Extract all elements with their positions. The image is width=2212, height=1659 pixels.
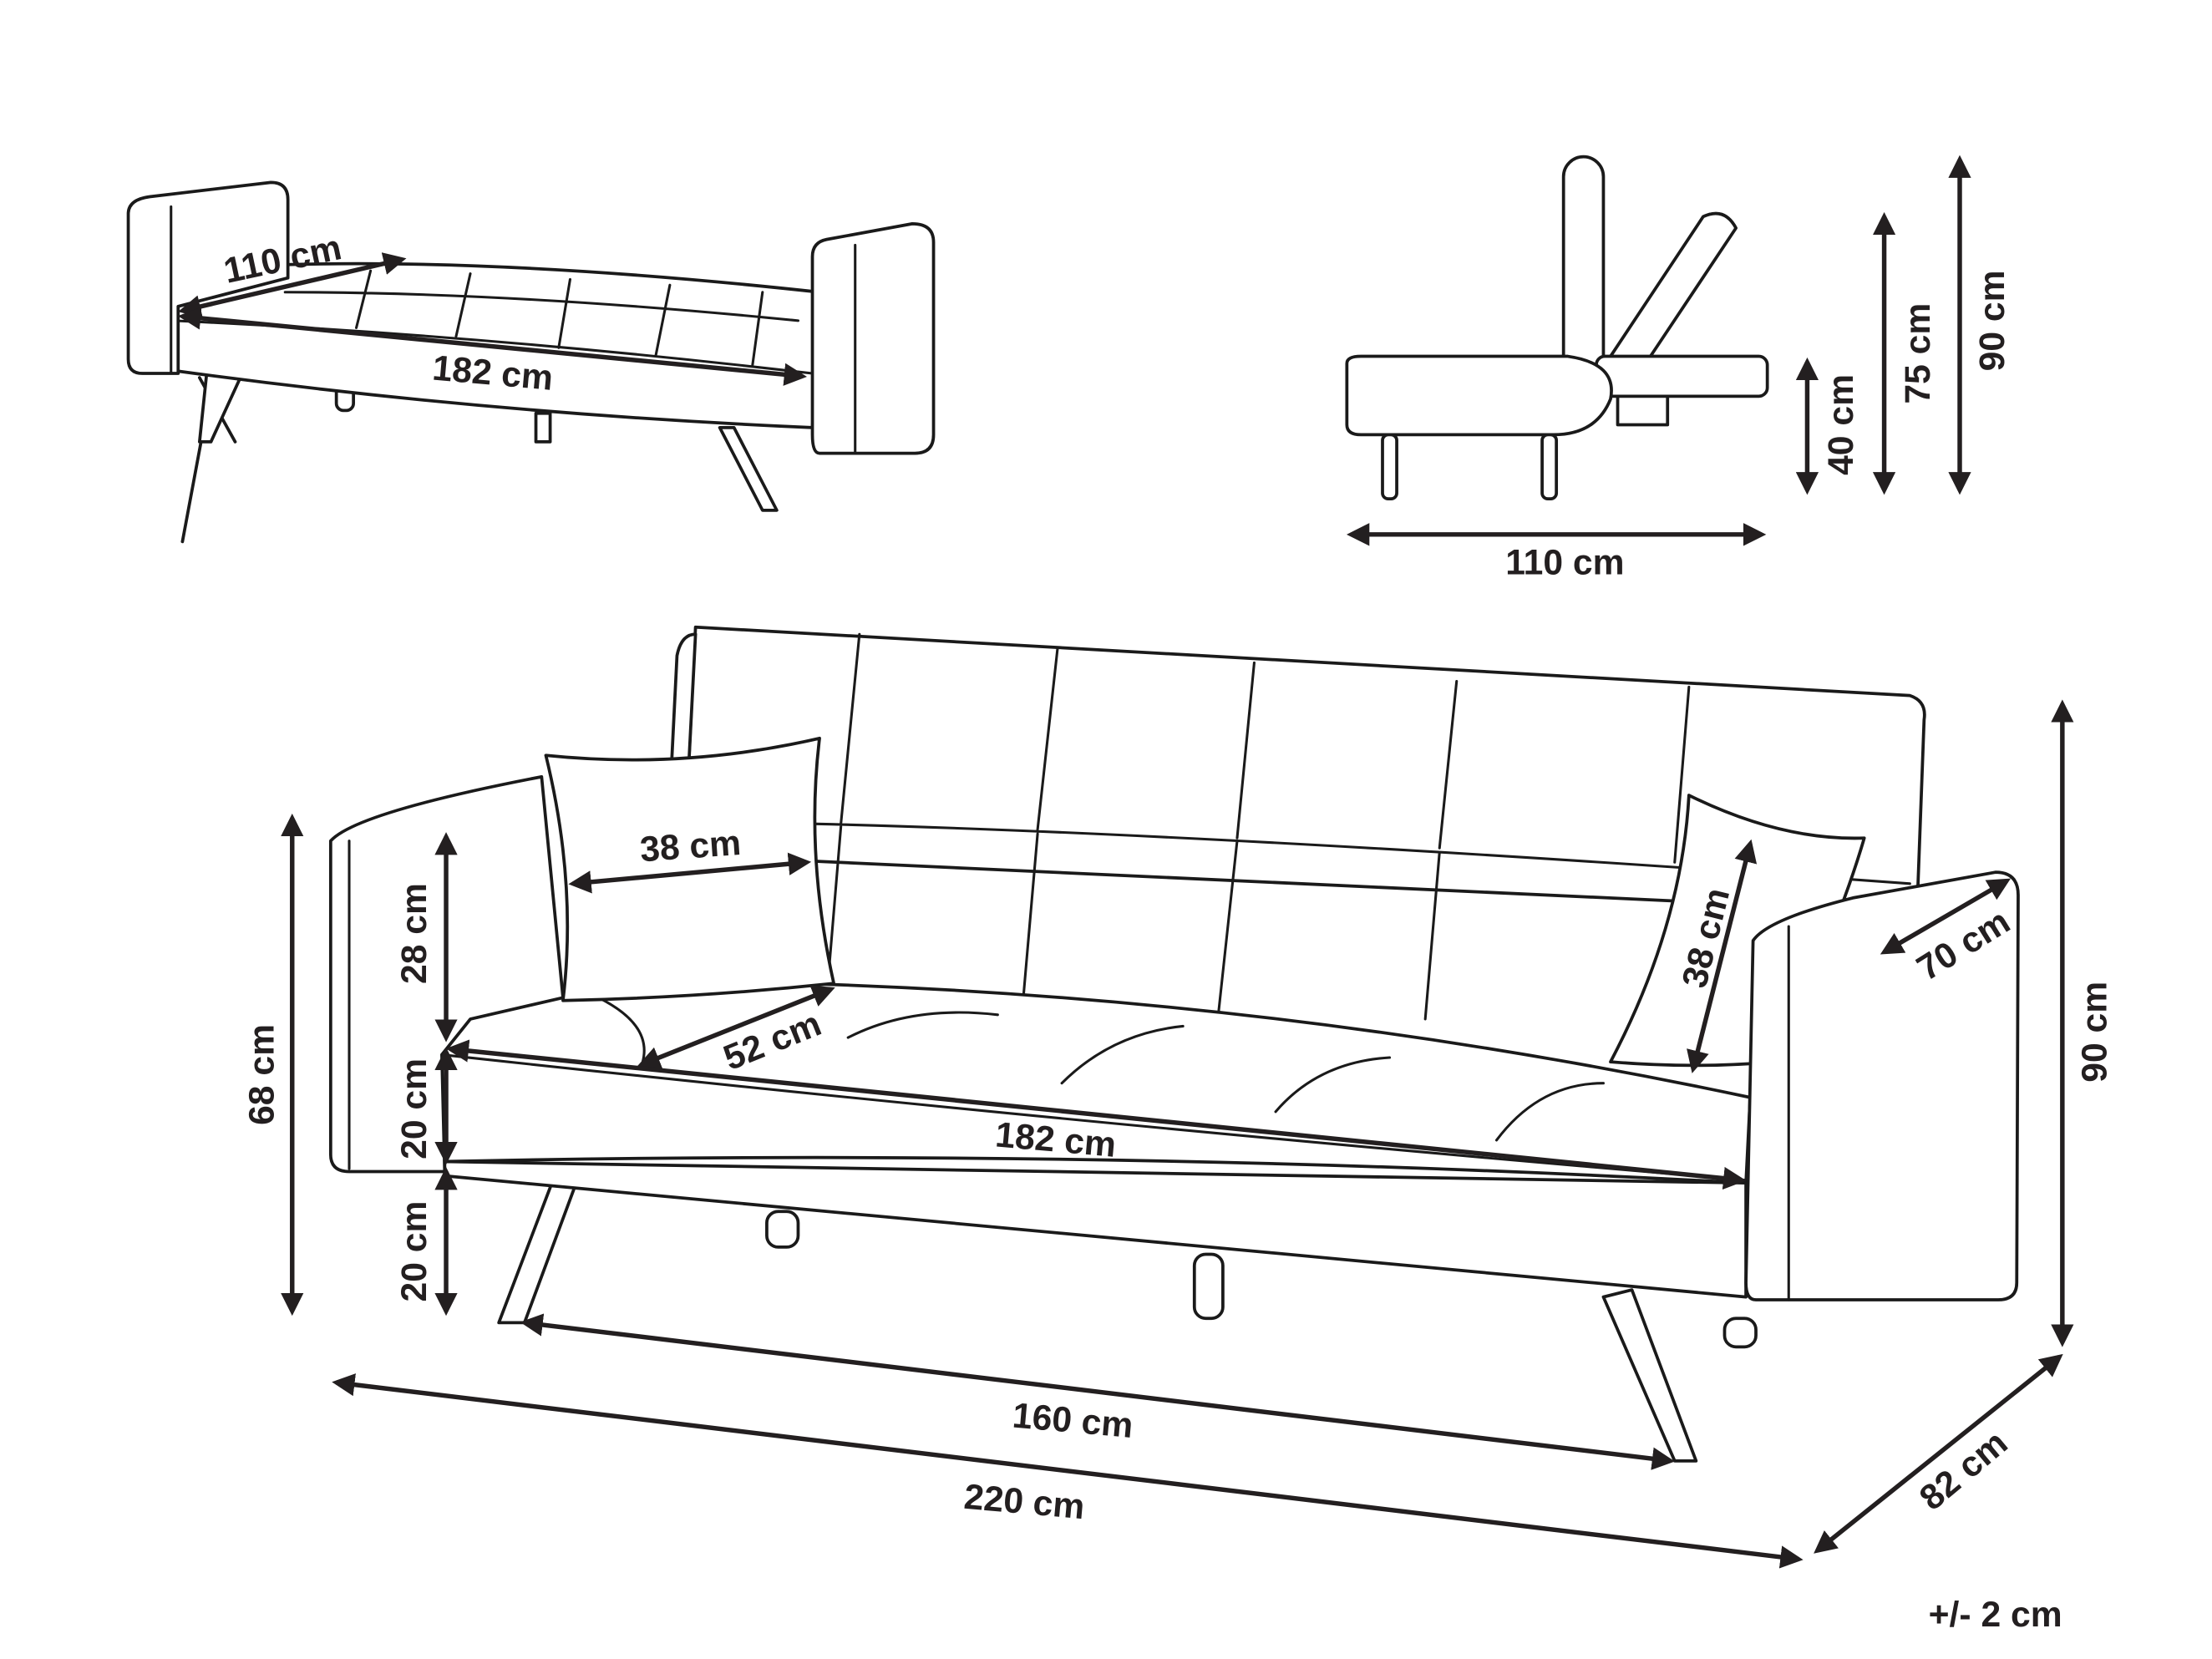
arm-height-label: 68 cm bbox=[242, 1024, 282, 1125]
pillow-width-label: 38 cm bbox=[639, 823, 743, 870]
sofa-front-view: 38 cm 52 cm 182 cm 38 cm 70 cm 68 cm 28 … bbox=[242, 625, 2115, 1569]
leg-span-label: 160 cm bbox=[1011, 1396, 1134, 1446]
sofa-bed-view: 110 cm 182 cm bbox=[126, 180, 936, 544]
back-height-label: 75 cm bbox=[1898, 303, 1938, 404]
seat-height-label: 40 cm bbox=[1821, 374, 1861, 475]
sofa-side-view: 110 cm 40 cm 75 cm 90 cm bbox=[1345, 155, 2012, 583]
total-width-label: 220 cm bbox=[962, 1477, 1086, 1527]
side-total-height-label: 90 cm bbox=[1972, 270, 2012, 371]
total-depth-label: 82 cm bbox=[1912, 1423, 2015, 1518]
side-depth-label: 110 cm bbox=[1505, 543, 1624, 583]
tolerance-note: +/- 2 cm bbox=[1929, 1595, 2062, 1635]
seat-thickness-label: 20 cm bbox=[394, 1058, 434, 1159]
leg-height-label: 20 cm bbox=[394, 1201, 434, 1302]
total-height-label: 90 cm bbox=[2075, 982, 2115, 1083]
back-cushion-height-label: 28 cm bbox=[394, 883, 434, 984]
